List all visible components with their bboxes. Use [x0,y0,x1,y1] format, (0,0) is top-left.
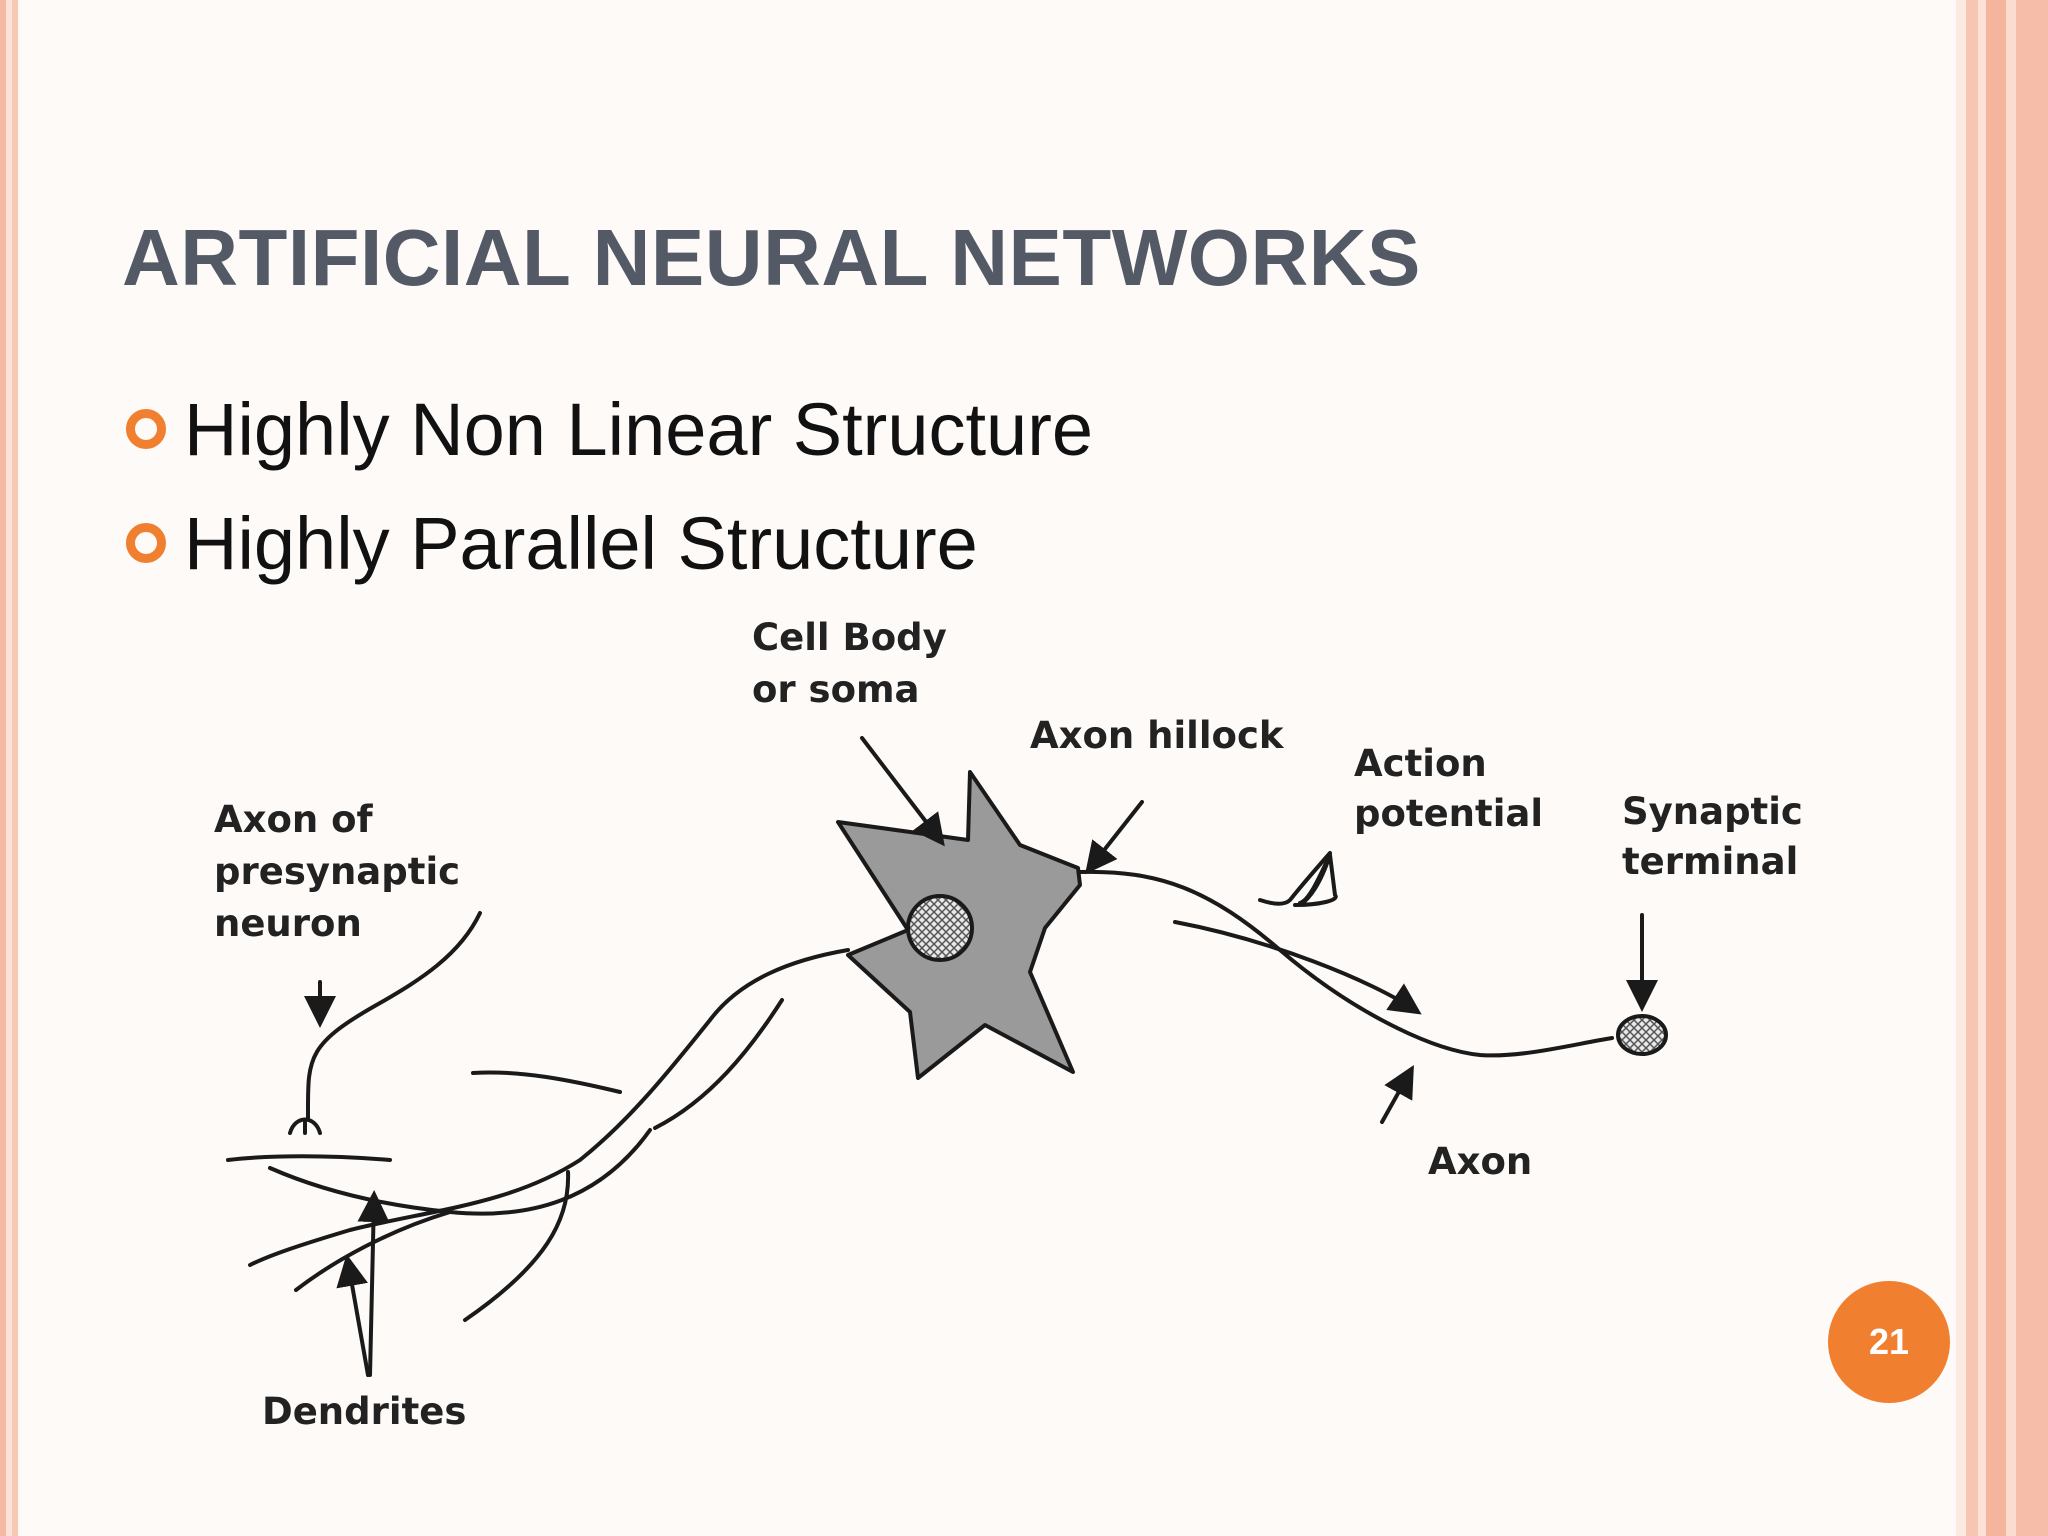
dendrite-trunk-lower [268,1128,652,1216]
dendrite-branch-bottom [463,1170,571,1322]
bullet-list: Highly Non Linear Structure Highly Paral… [126,372,1093,600]
label-axon-of: Axon of [214,798,374,841]
bullet-item: Highly Non Linear Structure [126,372,1093,486]
action-potential-arrow [1258,851,1332,906]
synaptic-terminal-shape [1616,1014,1668,1056]
right-border-decoration [1956,0,2048,1536]
nucleus-shape [906,894,974,962]
axon-arrow [1173,920,1422,1015]
dendrite-branch-upper-left [471,1070,622,1094]
page-number-badge: 21 [1828,1281,1950,1403]
dendrite-branch-bottom-left [294,1210,452,1292]
label-axon: Axon [1428,1140,1532,1183]
label-action: Action [1354,742,1487,785]
bullet-text: Highly Non Linear Structure [184,387,1093,471]
dendrite-trunk-upper [248,948,850,1267]
label-dendrites: Dendrites [262,1390,466,1433]
label-terminal: terminal [1622,840,1798,883]
neuron-diagram: Cell Body or soma Axon hillock Action po… [214,616,1803,1433]
ring-bullet-icon [126,523,166,563]
action-potential-spike [1293,853,1338,907]
ring-bullet-icon [126,409,166,449]
dendrite-branch-upper-right [653,998,784,1130]
dendrite-branch-lower-left [226,1154,392,1162]
label-potential: potential [1354,792,1543,835]
left-border-decoration [0,0,18,1536]
label-cell-body: Cell Body [752,616,947,659]
label-synaptic: Synaptic [1622,790,1803,833]
axon-path [1078,869,1614,1058]
label-presynaptic: presynaptic [214,850,460,893]
slide-title: ARTIFICIAL NEURAL NETWORKS [122,213,1421,302]
bullet-text: Highly Parallel Structure [184,501,978,585]
dendrite-pointer-a [357,1190,390,1377]
label-or-soma: or soma [752,668,920,711]
cell-body-pointer [860,736,945,847]
axon-pointer [1380,1065,1414,1124]
label-neuron: neuron [214,902,362,945]
label-axon-hillock: Axon hillock [1030,714,1285,757]
dendrite-pointer-b [336,1254,370,1377]
axon-hillock-pointer [1085,800,1144,875]
presynaptic-axon [305,911,482,1120]
bullet-item: Highly Parallel Structure [126,486,1093,600]
presynaptic-terminal [288,1117,322,1135]
